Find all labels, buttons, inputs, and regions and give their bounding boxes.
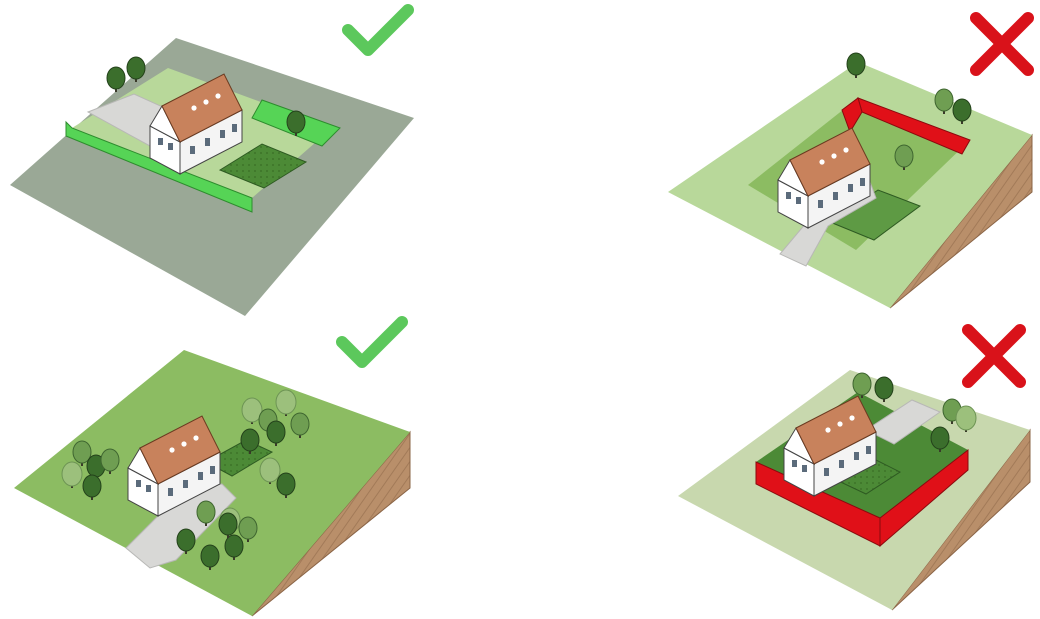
check-mark-icon	[348, 10, 408, 50]
check-mark-icon	[342, 322, 402, 362]
x-mark-icon	[976, 18, 1028, 70]
x-mark-icon	[968, 330, 1020, 382]
panel-flat-plot	[10, 10, 414, 316]
panel-house-following-slope	[14, 322, 410, 616]
panel-excavated-slope	[668, 18, 1032, 308]
panel-raised-platform-on-slope	[678, 330, 1030, 610]
